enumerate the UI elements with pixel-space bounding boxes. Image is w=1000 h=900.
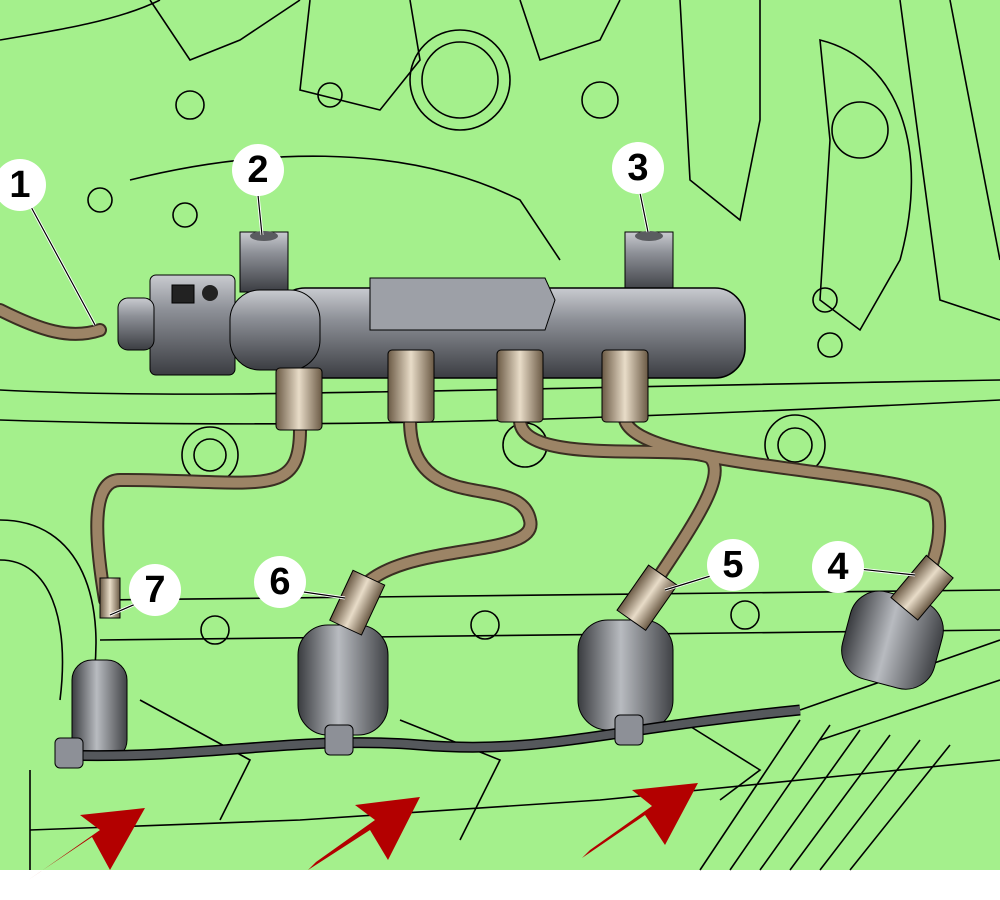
callout-label: 7 (144, 569, 165, 611)
background (0, 0, 1000, 870)
callout-3: 3 (612, 142, 664, 194)
callout-4: 4 (812, 541, 864, 593)
callout-label: 4 (827, 546, 848, 588)
callout-5: 5 (707, 539, 759, 591)
rail-outlet-nuts (275, 349, 649, 431)
callout-label: 6 (269, 561, 290, 603)
callout-label: 5 (722, 544, 743, 586)
callout-1: 1 (0, 159, 46, 211)
wiring-harness (54, 704, 801, 769)
arrow-icon (308, 797, 420, 870)
callout-label: 1 (9, 164, 30, 206)
callout-7: 7 (129, 564, 181, 616)
arrow-icon (28, 808, 145, 880)
callout-2: 2 (232, 144, 284, 196)
callout-label: 3 (627, 147, 648, 189)
fuel-pipes (0, 303, 947, 607)
engine-line-art (0, 0, 1000, 871)
injectors (71, 554, 954, 761)
callout-label: 2 (247, 149, 268, 191)
indicator-arrows (28, 783, 698, 880)
arrow-icon (582, 783, 698, 858)
callout-6: 6 (254, 556, 306, 608)
